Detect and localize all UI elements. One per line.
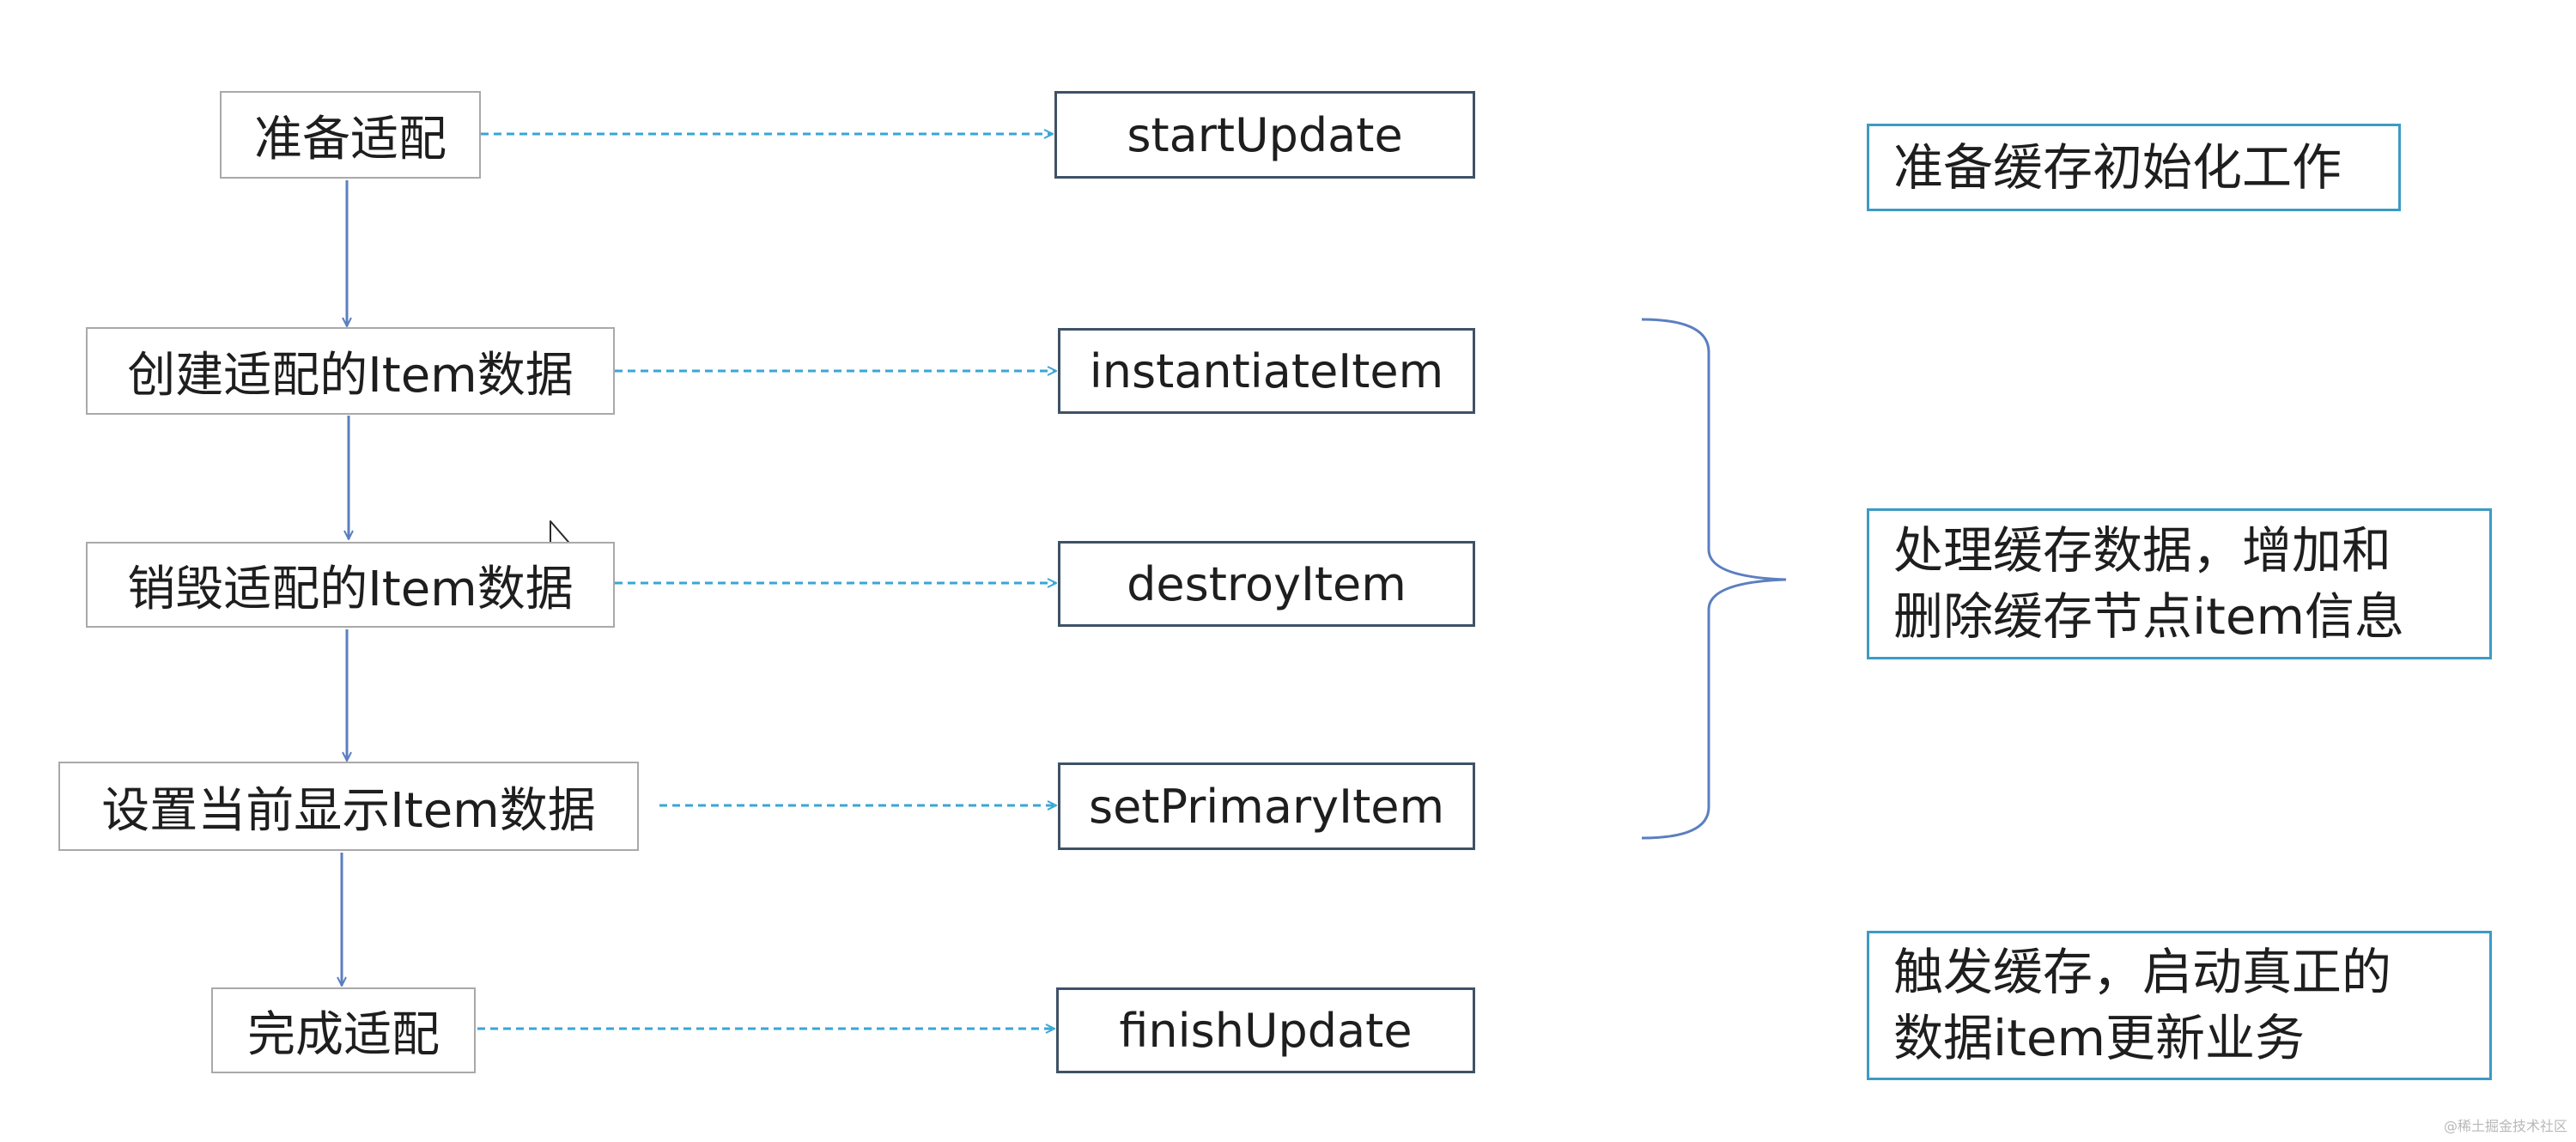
step-finish-adapter: 完成适配: [211, 987, 476, 1073]
step-create-item: 创建适配的Item数据: [86, 327, 615, 415]
note-trigger-update-line-2: 数据item更新业务: [1893, 1009, 2306, 1067]
method-destroy-item: destroyItem: [1058, 541, 1475, 627]
step-prepare-adapter: 准备适配: [220, 91, 481, 179]
step-destroy-item: 销毁适配的Item数据: [86, 542, 615, 628]
watermark: @稀土掘金技术社区: [2443, 1118, 2567, 1134]
grouping-brace: [1641, 318, 1787, 840]
note-process-cache: 处理缓存数据，增加和 删除缓存节点item信息: [1867, 508, 2492, 659]
method-start-update: startUpdate: [1054, 91, 1475, 179]
method-instantiate-item: instantiateItem: [1058, 328, 1475, 414]
step-set-primary-item: 设置当前显示Item数据: [58, 762, 639, 851]
note-process-cache-line-2: 删除缓存节点item信息: [1893, 587, 2405, 646]
note-trigger-update-line-1: 触发缓存，启动真正的: [1893, 943, 2392, 1002]
method-set-primary-item: setPrimaryItem: [1058, 762, 1475, 850]
note-cache-init: 准备缓存初始化工作: [1867, 124, 2401, 211]
note-trigger-update: 触发缓存，启动真正的 数据item更新业务: [1867, 931, 2492, 1080]
method-finish-update: finishUpdate: [1056, 987, 1475, 1073]
note-process-cache-line-1: 处理缓存数据，增加和: [1893, 521, 2392, 580]
